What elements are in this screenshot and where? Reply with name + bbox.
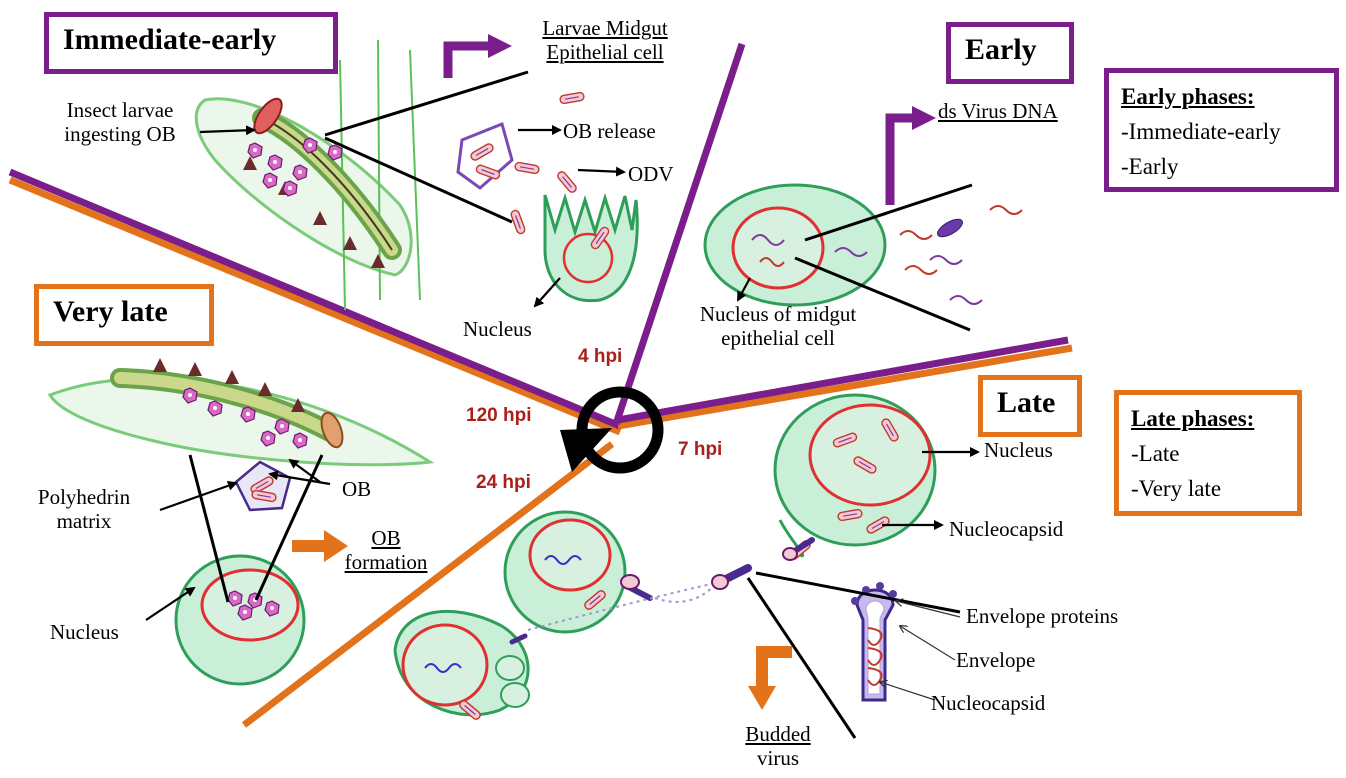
late-phases-item: -Very late xyxy=(1131,471,1285,506)
label-nucleus-midgut: Nucleus of midgut epithelial cell xyxy=(672,302,884,350)
late-cell-nucleocapsids xyxy=(775,395,935,561)
label-nucleus-left: Nucleus xyxy=(50,620,119,644)
label-line: virus xyxy=(718,746,838,770)
early-phases-box: Early phases: -Immediate-early -Early xyxy=(1104,68,1339,192)
label-line: ingesting OB xyxy=(40,122,200,146)
label-nucleus-top: Nucleus xyxy=(463,317,532,341)
label-insect-larvae: Insect larvae ingesting OB xyxy=(40,98,200,146)
time-24hpi: 24 hpi xyxy=(476,472,531,494)
label-ob-release: OB release xyxy=(563,119,656,143)
late-phases-title: Late phases: xyxy=(1131,401,1285,436)
label-line: Epithelial cell xyxy=(518,40,692,64)
budding-cell-middle xyxy=(505,512,715,632)
label-polyhedrin: Polyhedrin matrix xyxy=(20,485,148,533)
label-line: formation xyxy=(338,550,434,574)
phase-very-late: Very late xyxy=(34,284,214,346)
label-line: Polyhedrin xyxy=(20,485,148,509)
label-line: epithelial cell xyxy=(672,326,884,350)
label-line: Budded xyxy=(718,722,838,746)
late-phases-item: -Late xyxy=(1131,436,1285,471)
elbow-arrow-dsdna xyxy=(890,106,936,205)
label-ob: OB xyxy=(342,477,371,501)
nucleus-cell-left xyxy=(176,556,304,684)
label-larvae-midgut: Larvae Midgut Epithelial cell xyxy=(518,16,692,64)
elbow-arrow-budded xyxy=(748,652,792,710)
label-envelope: Envelope xyxy=(956,648,1035,672)
early-phases-item: -Immediate-early xyxy=(1121,114,1322,149)
label-line: OB xyxy=(338,526,434,550)
label-nucleocapsid-late: Nucleocapsid xyxy=(949,517,1063,541)
phase-immediate-early: Immediate-early xyxy=(44,12,338,74)
label-nucleus-late: Nucleus xyxy=(984,438,1053,462)
time-120hpi: 120 hpi xyxy=(466,405,531,427)
elbow-arrow-larvae xyxy=(448,34,512,78)
label-budded-virus: Budded virus xyxy=(718,722,838,770)
label-line: matrix xyxy=(20,509,148,533)
late-phases-box: Late phases: -Late -Very late xyxy=(1114,390,1302,516)
label-line: Larvae Midgut xyxy=(518,16,692,40)
larva-very-late xyxy=(50,358,430,465)
polyhedrin-ob xyxy=(236,462,290,510)
label-envelope-proteins: Envelope proteins xyxy=(966,604,1118,628)
phase-early: Early xyxy=(946,22,1074,84)
early-phases-title: Early phases: xyxy=(1121,79,1322,114)
label-odv: ODV xyxy=(628,162,674,186)
midgut-epithelial-cell xyxy=(545,195,637,301)
label-nucleocapsid-bottom: Nucleocapsid xyxy=(931,691,1045,715)
early-phases-item: -Early xyxy=(1121,149,1322,184)
time-7hpi: 7 hpi xyxy=(678,439,722,461)
thin-arrows xyxy=(880,601,960,700)
label-ds-virus-dna: ds Virus DNA xyxy=(938,99,1058,123)
phase-late: Late xyxy=(978,375,1082,437)
label-ob-formation: OB formation xyxy=(338,526,434,574)
label-line: Nucleus of midgut xyxy=(672,302,884,326)
time-4hpi: 4 hpi xyxy=(578,346,622,368)
label-line: Insect larvae xyxy=(40,98,200,122)
